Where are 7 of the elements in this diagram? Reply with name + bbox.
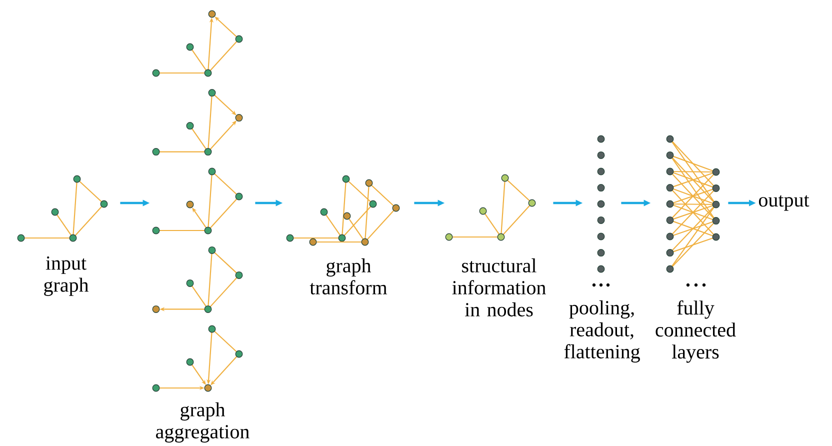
stage-label: fully connected layers xyxy=(656,300,736,363)
stage-label: structural information in nodes xyxy=(452,258,546,316)
stage-label: input graph xyxy=(44,256,89,296)
output-label: output xyxy=(758,195,810,211)
stage-label: graph transform xyxy=(310,258,388,294)
stage-label: graph aggregation xyxy=(156,402,250,443)
stage-label: pooling, readout, flattening xyxy=(564,300,640,363)
